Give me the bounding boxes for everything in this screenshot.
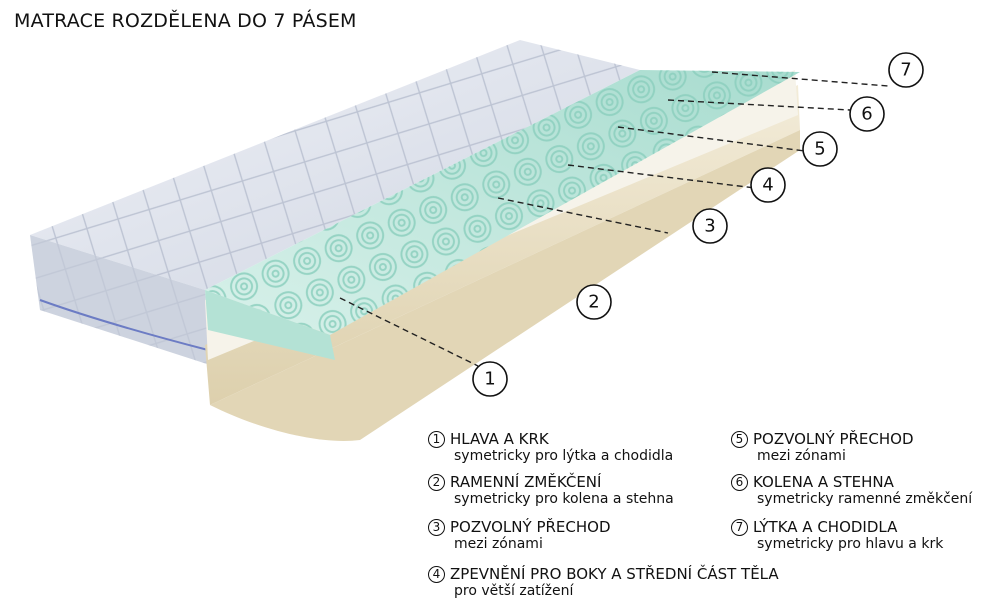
legend-desc-7: symetricky pro hlavu a krk bbox=[757, 536, 944, 552]
svg-text:4: 4 bbox=[762, 175, 773, 196]
svg-text:6: 6 bbox=[861, 104, 872, 125]
callout-1: 1 bbox=[472, 361, 508, 397]
legend-name-4: ZPEVNĚNÍ PRO BOKY A STŘEDNÍ ČÁST TĚLA bbox=[450, 565, 779, 583]
callout-3: 3 bbox=[692, 208, 728, 244]
callout-6: 6 bbox=[849, 96, 885, 132]
legend-name-6: KOLENA A STEHNA bbox=[753, 473, 894, 491]
legend-name-7: LÝTKA A CHODIDLA bbox=[753, 518, 898, 536]
legend-name-2: RAMENNÍ ZMĚKČENÍ bbox=[450, 473, 602, 491]
legend-desc-1: symetricky pro lýtka a chodidla bbox=[454, 448, 674, 464]
legend-num-1: 1 bbox=[428, 430, 445, 448]
legend-name-5: POZVOLNÝ PŘECHOD bbox=[753, 430, 914, 448]
legend-desc-2: symetricky pro kolena a stehna bbox=[454, 491, 674, 507]
legend-item-3: 3 POZVOLNÝ PŘECHOD mezi zónami bbox=[428, 518, 611, 552]
legend-num-3: 3 bbox=[428, 518, 445, 536]
legend-item-7: 7 LÝTKA A CHODIDLA symetricky pro hlavu a… bbox=[731, 518, 943, 552]
callout-2: 2 bbox=[576, 284, 612, 320]
legend-name-3: POZVOLNÝ PŘECHOD bbox=[450, 518, 611, 536]
callout-4: 4 bbox=[750, 167, 786, 203]
legend-num-5: 5 bbox=[731, 430, 748, 448]
legend-item-4: 4 ZPEVNĚNÍ PRO BOKY A STŘEDNÍ ČÁST TĚLA p… bbox=[428, 565, 779, 599]
callout-7: 7 bbox=[888, 52, 924, 88]
legend-num-7: 7 bbox=[731, 518, 748, 536]
callout-5: 5 bbox=[802, 131, 838, 167]
legend-num-2: 2 bbox=[428, 473, 445, 491]
legend-num-4: 4 bbox=[428, 565, 445, 583]
legend-item-6: 6 KOLENA A STEHNA symetricky ramenné změk… bbox=[731, 473, 972, 507]
legend-desc-6: symetricky ramenné změkčení bbox=[757, 491, 973, 507]
legend-item-1: 1 HLAVA A KRK symetricky pro lýtka a chod… bbox=[428, 430, 673, 464]
leader-lines bbox=[339, 71, 889, 367]
svg-text:3: 3 bbox=[704, 216, 715, 237]
legend-desc-3: mezi zónami bbox=[454, 536, 543, 552]
svg-text:2: 2 bbox=[588, 292, 599, 313]
legend-item-5: 5 POZVOLNÝ PŘECHOD mezi zónami bbox=[731, 430, 914, 464]
legend-name-1: HLAVA A KRK bbox=[450, 430, 549, 448]
mattress-cover bbox=[30, 40, 640, 365]
legend-item-2: 2 RAMENNÍ ZMĚKČENÍ symetricky pro kolena … bbox=[428, 473, 674, 507]
legend-num-6: 6 bbox=[731, 473, 748, 491]
legend-desc-4: pro větší zatížení bbox=[454, 583, 574, 599]
mattress-zoned-foam bbox=[205, 70, 800, 360]
legend-desc-5: mezi zónami bbox=[757, 448, 846, 464]
svg-text:5: 5 bbox=[814, 139, 825, 160]
svg-text:7: 7 bbox=[900, 60, 911, 81]
svg-text:1: 1 bbox=[484, 369, 495, 390]
diagram-title: MATRACE ROZDĚLENA DO 7 PÁSEM bbox=[14, 10, 357, 32]
